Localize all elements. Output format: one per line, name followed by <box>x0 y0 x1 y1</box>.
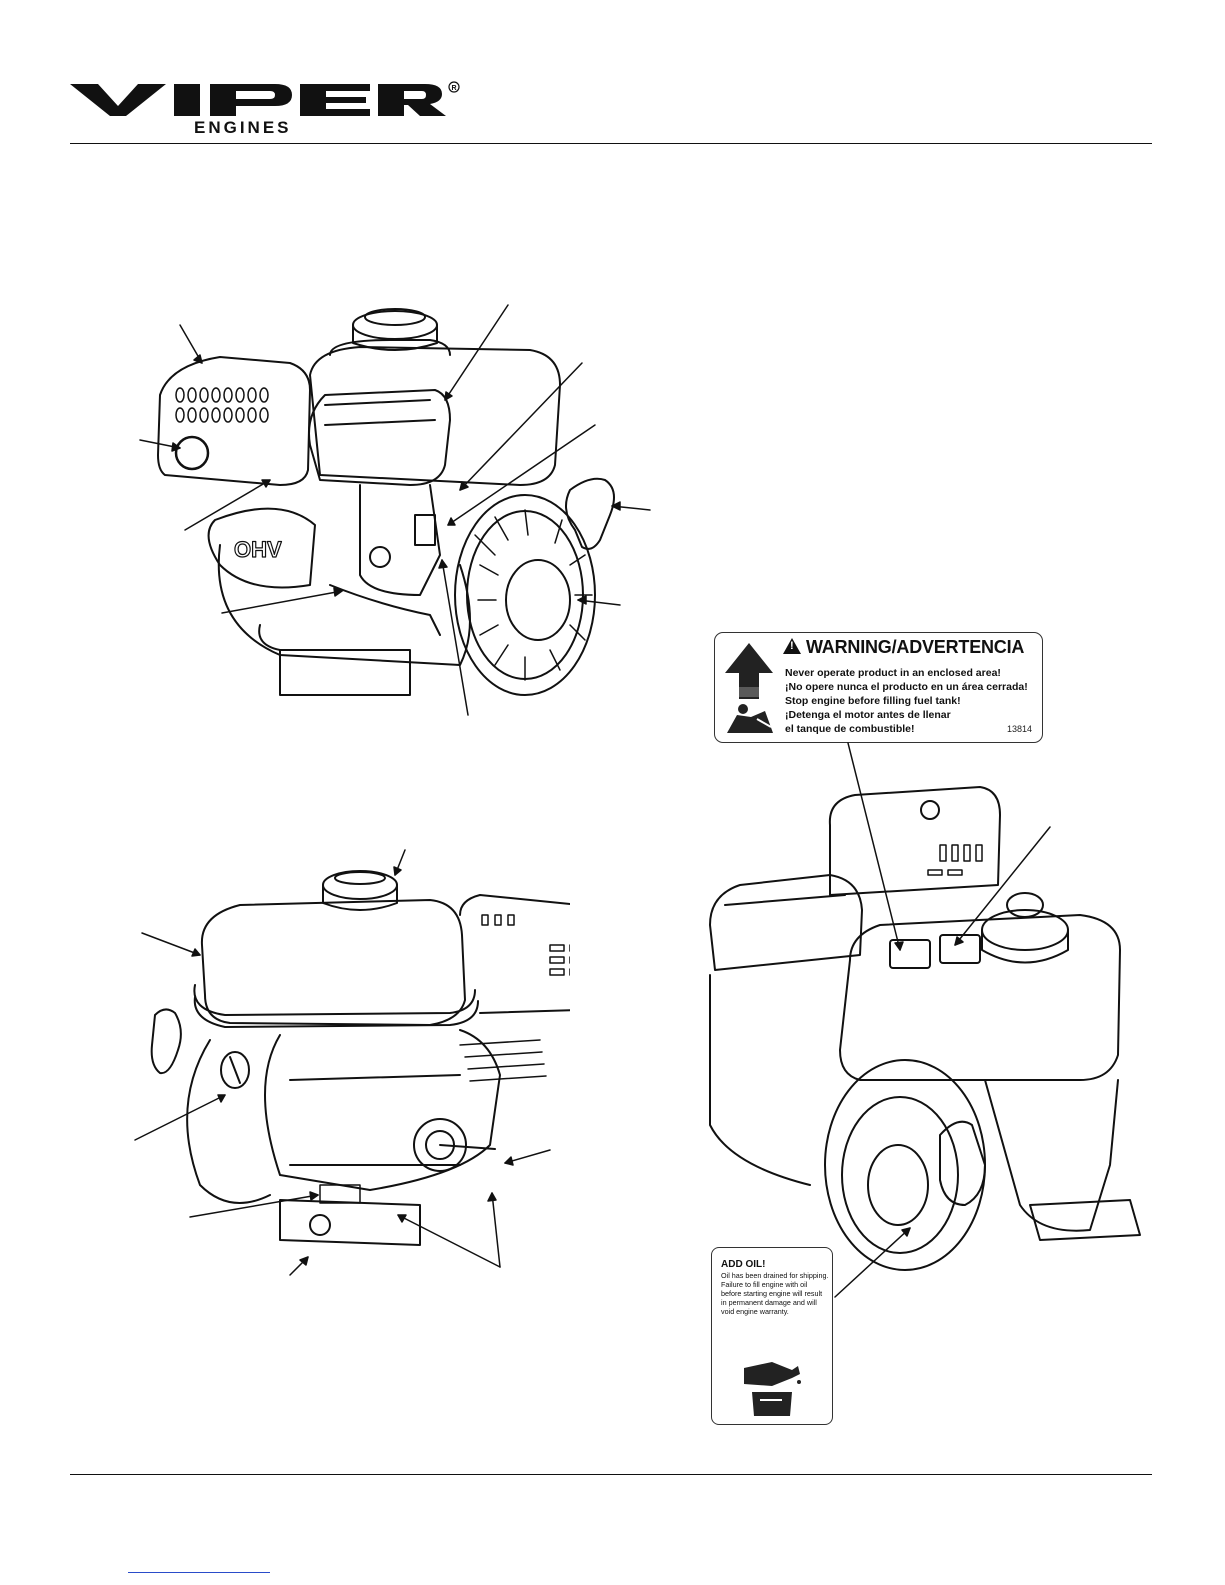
svg-text:ENGINES: ENGINES <box>194 118 292 137</box>
engine-rear-view-figure <box>700 735 1180 1305</box>
exhaust-hazard-icon <box>725 643 773 733</box>
warning-triangle-icon <box>783 638 801 654</box>
warning-text: Never operate product in an enclosed are… <box>785 667 1028 735</box>
svg-text:R: R <box>452 85 457 92</box>
footer-rule <box>70 1474 1152 1475</box>
add-oil-decal: ADD OIL! Oil has been drained for shippi… <box>711 1247 833 1425</box>
add-oil-title: ADD OIL! <box>721 1259 766 1270</box>
engine-side-view-figure: OHV <box>130 295 670 725</box>
warning-title: WARNING/ADVERTENCIA <box>783 637 1024 658</box>
oil-can-icon <box>744 1362 801 1416</box>
warning-decal: WARNING/ADVERTENCIA Never operate produc… <box>714 632 1043 743</box>
header-rule <box>70 143 1152 144</box>
footer-link-underline[interactable] <box>128 1572 270 1573</box>
engine-front-view-figure <box>130 845 570 1280</box>
label-part-number: 13814 <box>1006 724 1032 734</box>
ohv-badge: OHV <box>234 537 282 562</box>
add-oil-text: Oil has been drained for shipping. Failu… <box>721 1271 829 1316</box>
viper-engines-logo: R ENGINES <box>70 76 460 138</box>
